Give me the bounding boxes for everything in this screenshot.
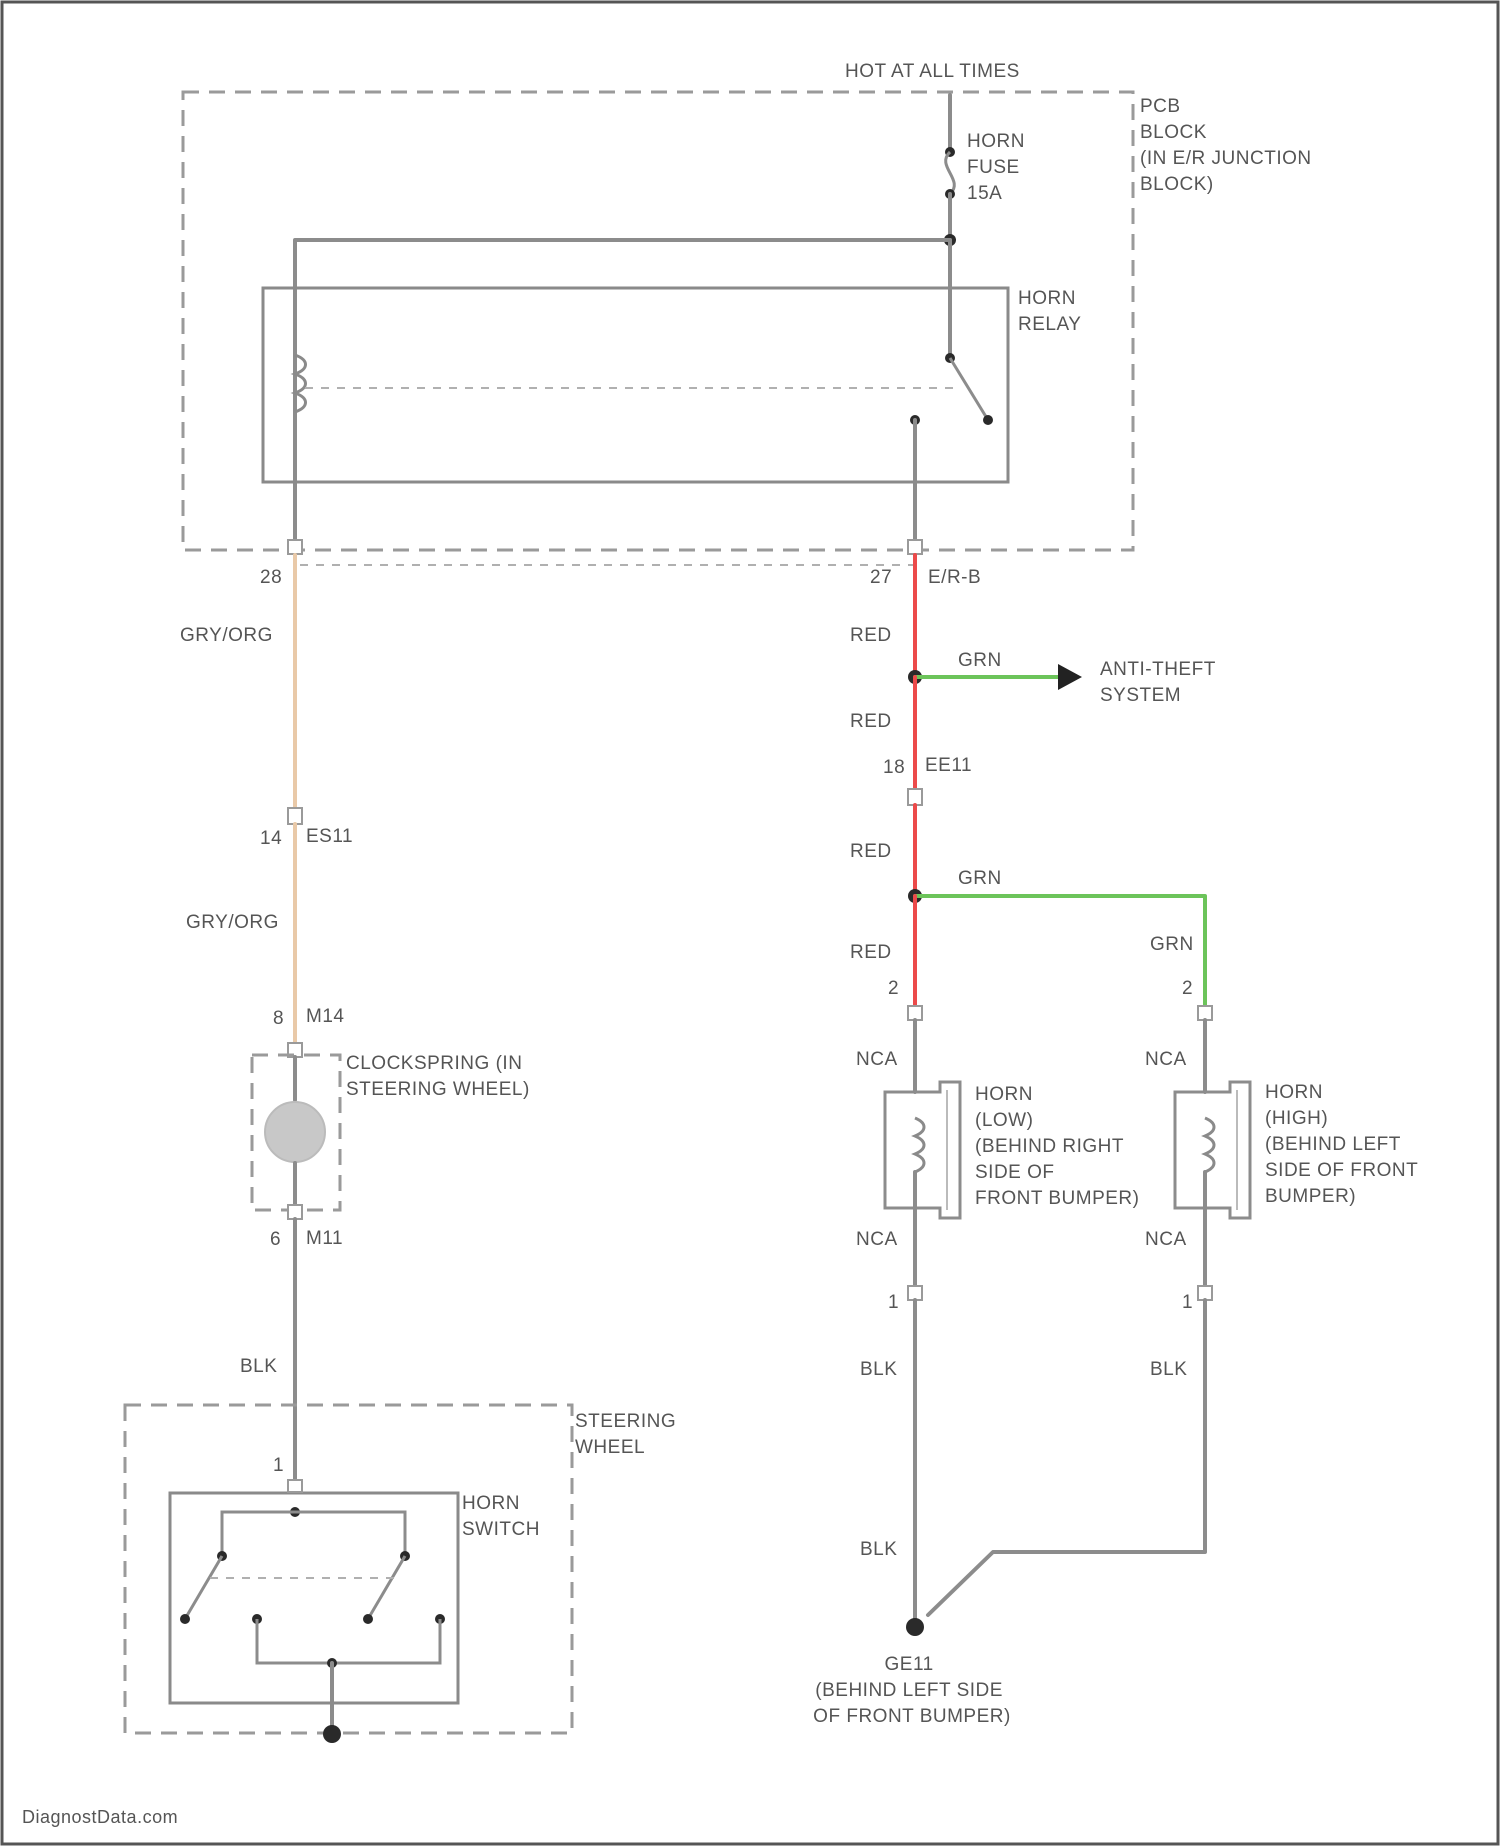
- horn-low-coil: [915, 1118, 924, 1172]
- connector-horn-high-1: [1198, 1286, 1212, 1300]
- connector-m11: [288, 1205, 302, 1219]
- connector-horn-high-2: [1198, 1006, 1212, 1020]
- conn-m11-label: M11: [306, 1228, 343, 1249]
- steering-wheel-boundary: [125, 1405, 572, 1733]
- pin-14-label: 14: [260, 828, 282, 849]
- nca-low-bottom-label: NCA: [856, 1229, 898, 1250]
- conn-m14-label: M14: [306, 1006, 344, 1027]
- switch-b-tip: [363, 1614, 373, 1624]
- connector-es11: [288, 808, 302, 824]
- pin-28-label: 28: [260, 567, 282, 588]
- pin-1-high-label: 1: [1182, 1292, 1193, 1313]
- clockspring-label: CLOCKSPRING (IN STEERING WHEEL): [346, 1053, 530, 1100]
- pin-18-label: 18: [883, 757, 905, 778]
- connector-horn-low-2: [908, 1006, 922, 1020]
- steering-ground-point: [323, 1725, 341, 1743]
- anti-theft-label: ANTI-THEFT SYSTEM: [1100, 659, 1221, 706]
- switch-a-arm: [185, 1556, 222, 1619]
- nca-high-top-label: NCA: [1145, 1049, 1187, 1070]
- wire-blk-1-label: BLK: [240, 1356, 277, 1377]
- conn-ee11-label: EE11: [925, 755, 972, 776]
- horn-relay-label: HORN RELAY: [1018, 288, 1082, 335]
- wire-grn-3-label: GRN: [1150, 934, 1194, 955]
- pin-8-label: 8: [273, 1008, 284, 1029]
- pin-1-low-label: 1: [888, 1292, 899, 1313]
- wire-gry-org-1-label: GRY/ORG: [180, 625, 273, 646]
- wire-red-1-label: RED: [850, 625, 892, 646]
- relay-contact-tip: [983, 415, 993, 425]
- switch-a-tip: [180, 1614, 190, 1624]
- wire-red-3-label: RED: [850, 841, 892, 862]
- switch-b-arm: [368, 1556, 405, 1619]
- wire-red-4-label: RED: [850, 942, 892, 963]
- switch-input-bus: [222, 1512, 405, 1556]
- anti-theft-arrow: [1058, 664, 1082, 690]
- connector-horn-low-1: [908, 1286, 922, 1300]
- pin-27-label: 27: [870, 567, 892, 588]
- wire-grn-1-label: GRN: [958, 650, 1002, 671]
- power-source-label: HOT AT ALL TIMES: [845, 61, 1020, 82]
- clockspring-symbol: [265, 1102, 325, 1162]
- pin-1-switch-label: 1: [273, 1455, 284, 1476]
- connector-27: [908, 540, 922, 554]
- watermark: DiagnostData.com: [22, 1807, 178, 1827]
- wire-gry-org-2-label: GRY/ORG: [186, 912, 279, 933]
- wire-red-2-label: RED: [850, 711, 892, 732]
- horn-low-label: HORN (LOW) (BEHIND RIGHT SIDE OF FRONT B…: [975, 1084, 1139, 1209]
- pin-2-low-label: 2: [888, 978, 899, 999]
- horn-high-coil: [1205, 1118, 1214, 1172]
- horn-relay-box: [263, 288, 1008, 482]
- wire-blk-high-ground: [928, 1300, 1205, 1615]
- conn-es11-label: ES11: [306, 826, 353, 847]
- horn-fuse-label: HORN FUSE 15A: [967, 131, 1031, 204]
- nca-high-bottom-label: NCA: [1145, 1229, 1187, 1250]
- conn-erb-label: E/R-B: [928, 567, 981, 588]
- connector-28: [288, 540, 302, 554]
- relay-contact-arm: [950, 358, 988, 420]
- horn-switch-label: HORN SWITCH: [462, 1493, 540, 1540]
- connector-switch-1: [288, 1480, 302, 1492]
- pin-6-label: 6: [270, 1229, 281, 1250]
- wire-blk-4-label: BLK: [860, 1539, 897, 1560]
- horn-high-label: HORN (HIGH) (BEHIND LEFT SIDE OF FRONT B…: [1265, 1082, 1424, 1207]
- connector-ee11: [908, 789, 922, 805]
- switch-ground-bus: [257, 1619, 440, 1663]
- ground-ge11-label: GE11 (BEHIND LEFT SIDE OF FRONT BUMPER): [813, 1654, 1011, 1727]
- wire-blk-3-label: BLK: [1150, 1359, 1187, 1380]
- nca-low-top-label: NCA: [856, 1049, 898, 1070]
- wire-grn-2-label: GRN: [958, 868, 1002, 889]
- ground-ge11: [906, 1618, 924, 1636]
- coil-feed-wire: [295, 240, 950, 548]
- horn-switch-box: [170, 1493, 458, 1703]
- pin-2-high-label: 2: [1182, 978, 1193, 999]
- pcb-block-label: PCB BLOCK (IN E/R JUNCTION BLOCK): [1140, 96, 1317, 195]
- wire-blk-2-label: BLK: [860, 1359, 897, 1380]
- horn-fuse-symbol: [946, 152, 955, 194]
- steering-wheel-label: STEERING WHEEL: [575, 1411, 682, 1458]
